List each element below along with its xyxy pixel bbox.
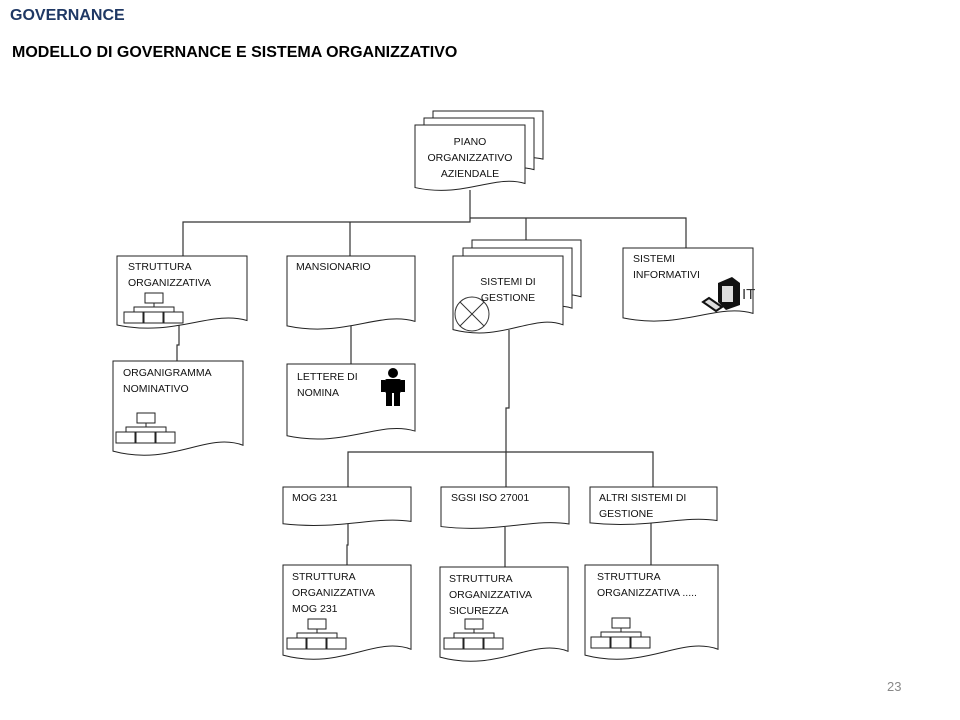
label-line: STRUTTURA [128, 261, 192, 273]
node-label-struttura: STRUTTURA ORGANIZZATIVA [128, 259, 238, 291]
org-chart-icon [115, 412, 176, 444]
label-line: SGSI ISO 27001 [451, 492, 530, 504]
summing-junction-icon [454, 296, 490, 332]
document-struttura [116, 255, 248, 329]
label-line: ORGANIGRAMMA [123, 367, 212, 379]
label-line: INFORMATIVI [633, 269, 700, 281]
label-line: AZIENDALE [440, 168, 500, 180]
label-line: PIANO [453, 136, 487, 148]
document-str-mog [282, 564, 412, 660]
label-line: SISTEMI [633, 253, 676, 265]
connector-line [182, 190, 471, 256]
label-line: SICUREZZA [449, 605, 509, 617]
node-label-str-sic: STRUTTURA ORGANIZZATIVA SICUREZZA [449, 571, 559, 619]
label-line: STRUTTURA [449, 573, 513, 585]
document-sgsi [440, 486, 570, 529]
person-icon [381, 368, 405, 406]
label-line: ORGANIZZATIVA ..... [597, 587, 697, 599]
computer-icon: IT [701, 277, 755, 313]
label-line: MOG 231 [292, 492, 338, 504]
label-line: ALTRI SISTEMI DI [599, 492, 687, 504]
connector-line [470, 217, 687, 248]
label-line: NOMINA [297, 387, 339, 399]
label-line: ORGANIZZATIVA [128, 277, 212, 289]
label-line: MOG 231 [292, 603, 338, 615]
node-label-lettere: LETTERE DI NOMINA [297, 369, 377, 401]
document-altri [589, 486, 718, 525]
node-label-organigramma: ORGANIGRAMMA NOMINATIVO [123, 365, 233, 397]
label-line: ORGANIZZATIVA [449, 589, 533, 601]
node-label-mog: MOG 231 [292, 490, 392, 506]
label-line: ORGANIZZATIVO [427, 152, 513, 164]
label-line: GESTIONE [599, 508, 654, 520]
label-line: STRUTTURA [597, 571, 661, 583]
org-chart-icon [286, 618, 347, 650]
document-mansionario [286, 255, 416, 330]
node-label-sgsi: SGSI ISO 27001 [451, 490, 561, 506]
node-label-altri: ALTRI SISTEMI DI GESTIONE [599, 490, 709, 522]
node-label-sistemi-gestione: SISTEMI DI GESTIONE [468, 274, 548, 306]
connector-line [346, 524, 349, 565]
connector-line [347, 451, 654, 487]
label-line: MANSIONARIO [296, 261, 371, 273]
label-line: STRUTTURA [292, 571, 356, 583]
document-mog [282, 486, 412, 526]
node-label-mansionario: MANSIONARIO [296, 259, 406, 275]
connector-line [176, 322, 180, 361]
page-number: 23 [887, 679, 902, 694]
org-chart-icon [590, 617, 651, 649]
label-line: SISTEMI DI [480, 276, 536, 288]
org-chart-icon [443, 618, 504, 650]
document-piano [414, 124, 526, 191]
connector-line [505, 330, 510, 452]
node-label-piano: PIANO ORGANIZZATIVO AZIENDALE [425, 134, 515, 182]
node-label-sistemi-informativi: SISTEMI INFORMATIVI [633, 251, 733, 283]
node-label-str-altri: STRUTTURA ORGANIZZATIVA ..... [597, 569, 712, 601]
node-label-str-mog: STRUTTURA ORGANIZZATIVA MOG 231 [292, 569, 402, 617]
label-line: GESTIONE [480, 292, 536, 304]
org-chart-icon [123, 292, 184, 324]
it-label: IT [742, 286, 755, 303]
label-line: LETTERE DI [297, 371, 358, 383]
slide-subtitle: MODELLO DI GOVERNANCE E SISTEMA ORGANIZZ… [12, 44, 458, 61]
label-line: NOMINATIVO [123, 383, 189, 395]
slide-title: GOVERNANCE [10, 7, 125, 24]
document-str-altri [584, 564, 719, 660]
label-line: ORGANIZZATIVA [292, 587, 376, 599]
